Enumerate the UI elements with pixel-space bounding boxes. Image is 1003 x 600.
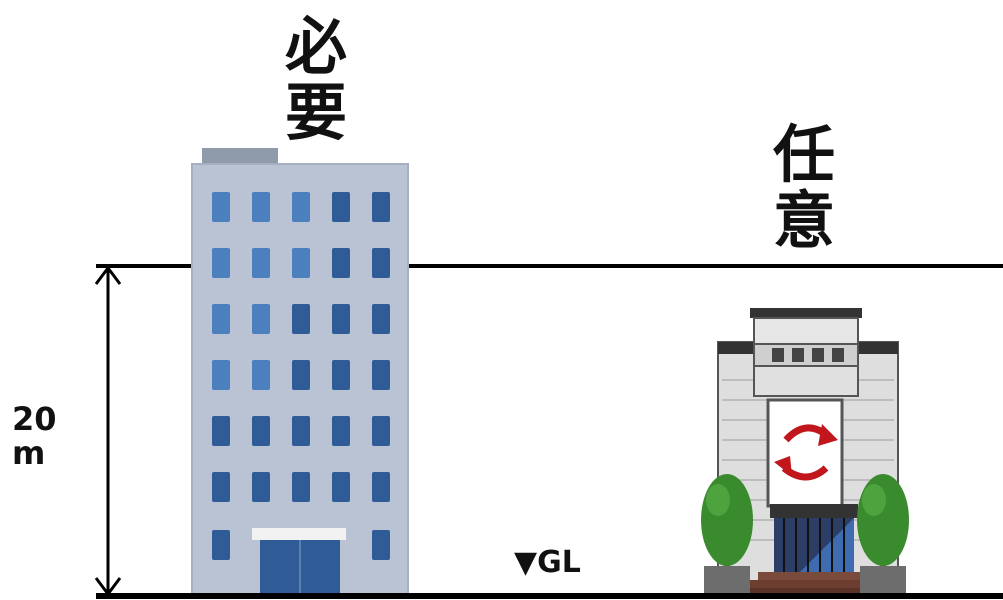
tree-icon: [857, 474, 909, 596]
ground-level-label: ▼GL: [514, 545, 581, 580]
double-arrow-icon: [94, 265, 122, 597]
tall-building-icon: [191, 148, 409, 595]
optional-label: 任意: [772, 118, 835, 257]
tree-icon: [701, 474, 753, 596]
required-label: 必要: [284, 10, 347, 149]
